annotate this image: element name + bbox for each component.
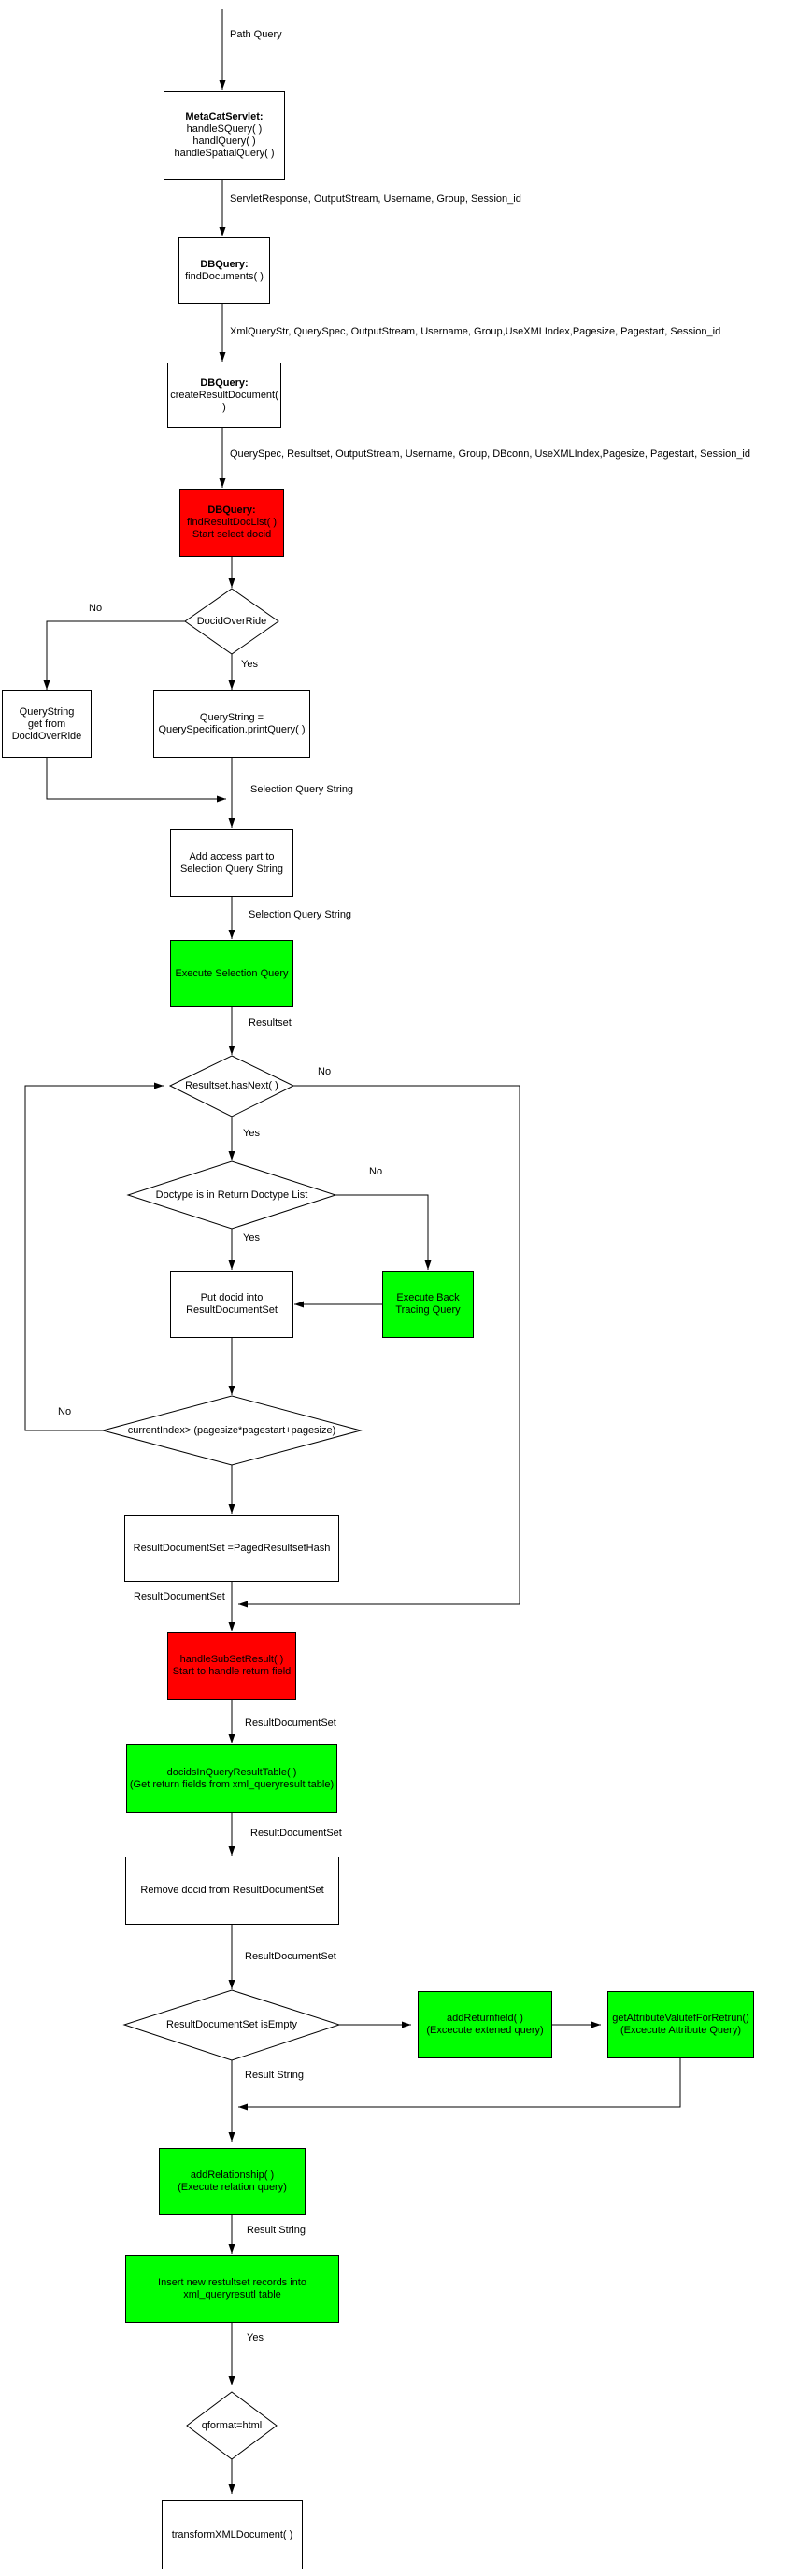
- node-text-line: addRelationship( ): [190, 2170, 275, 2181]
- node-get-attribute-value: getAttributeValutefForRetrun() (Excecute…: [607, 1991, 754, 2058]
- edge-label-resultdocumentset-1: ResultDocumentSet: [134, 1591, 225, 1602]
- decision-qformat-shape: [186, 2391, 278, 2460]
- node-dbquery-create-result-document: DBQuery: createResultDocument( ): [167, 363, 281, 428]
- decision-currentindex-label: currentIndex> (pagesize*pagestart+pagesi…: [127, 1425, 336, 1436]
- node-add-access-part: Add access part to Selection Query Strin…: [170, 829, 293, 897]
- node-text-line: handleSQuery( ): [186, 123, 263, 135]
- edge-label-result-string-2: Result String: [247, 2225, 306, 2236]
- node-remove-docid: Remove docid from ResultDocumentSet: [125, 1857, 339, 1925]
- edge-currentindex-no-loop: [24, 1082, 164, 1431]
- node-text-line: addReturnfield( ): [447, 2013, 523, 2024]
- edge-override-merge: [46, 758, 226, 803]
- node-text-line: DBQuery:: [200, 258, 249, 270]
- node-handle-subset-result: handleSubSetResult( ) Start to handle re…: [167, 1632, 296, 1700]
- node-text-line: handleSpatialQuery( ): [174, 148, 275, 159]
- node-text-line: transformXMLDocument( ): [171, 2528, 293, 2540]
- node-transform-xml-document: transformXMLDocument( ): [162, 2500, 303, 2569]
- edge-label-resultdocumentset-2: ResultDocumentSet: [245, 1717, 336, 1729]
- edge-label-override-no: No: [89, 603, 103, 614]
- node-metacat-servlet: MetaCatServlet: handleSQuery( ) handlQue…: [164, 91, 285, 180]
- edge-label-servlet-response-params: ServletResponse, OutputStream, Username,…: [230, 193, 521, 205]
- edge-label-override-yes: Yes: [241, 659, 258, 670]
- node-text-line: Start to handle return field: [172, 1666, 292, 1677]
- node-paged-resultset-hash: ResultDocumentSet =PagedResultsetHash: [124, 1515, 339, 1582]
- edge-label-currentindex-no: No: [58, 1406, 72, 1417]
- node-text-line: createResultDocument( ): [170, 389, 278, 413]
- node-text-line: xml_queryresutl table: [183, 2288, 281, 2300]
- node-text-line: getAttributeValutefForRetrun(): [612, 2013, 749, 2024]
- decision-isempty-label: ResultDocumentSet isEmpty: [166, 2019, 297, 2030]
- decision-docid-override-label: DocidOverRide: [196, 616, 267, 627]
- node-text-line: DocidOverRide: [11, 730, 82, 742]
- node-querystring-from-override: QueryString get from DocidOverRide: [2, 690, 92, 758]
- edge-label-resultset: Resultset: [249, 1018, 292, 1029]
- node-text-line: docidsInQueryResultTable( ): [166, 1766, 297, 1778]
- node-dbquery-find-documents: DBQuery: findDocuments( ): [178, 237, 270, 304]
- decision-hasnext-shape: [168, 1055, 295, 1117]
- edge-label-doctype-no: No: [369, 1166, 383, 1177]
- decision-hasnext-label: Resultset.hasNext( ): [185, 1080, 278, 1091]
- edge-override-no: [43, 620, 185, 690]
- decision-doctype-label: Doctype is in Return Doctype List: [155, 1189, 308, 1201]
- node-text-line: findDocuments( ): [185, 270, 264, 282]
- node-dbquery-find-result-doc-list: DBQuery: findResultDocList( ) Start sele…: [179, 489, 284, 557]
- node-docids-in-query-result-table: docidsInQueryResultTable( ) (Get return …: [126, 1744, 337, 1813]
- node-text-line: ResultDocumentSet =PagedResultsetHash: [133, 1542, 331, 1554]
- edge-getattr-merge: [238, 2058, 681, 2111]
- node-text-line: handlQuery( ): [192, 135, 256, 147]
- edge-label-doctype-yes: Yes: [243, 1232, 260, 1244]
- node-text-line: (Excecute extened query): [426, 2025, 544, 2036]
- decision-currentindex-shape: [101, 1395, 363, 1466]
- node-querystring-print-query: QueryString = QuerySpecification.printQu…: [153, 690, 310, 758]
- node-text-line: QuerySpecification.printQuery( ): [158, 724, 306, 735]
- decision-doctype-shape: [126, 1160, 337, 1230]
- node-text-line: (Excecute Attribute Query): [620, 2025, 741, 2036]
- node-add-returnfield: addReturnfield( ) (Excecute extened quer…: [418, 1991, 552, 2058]
- node-text-line: DBQuery:: [200, 377, 249, 389]
- edge-label-resultdocumentset-4: ResultDocumentSet: [245, 1951, 336, 1962]
- node-text-line: ResultDocumentSet: [186, 1304, 278, 1316]
- node-text-line: get from: [27, 718, 66, 730]
- node-add-relationship: addRelationship( ) (Execute relation que…: [159, 2148, 306, 2215]
- node-text-line: DBQuery:: [207, 505, 256, 516]
- edge-hasnext-no: [238, 1085, 520, 1608]
- node-text-line: Execute Back: [396, 1292, 460, 1303]
- node-text-line: Execute Selection Query: [175, 967, 289, 979]
- node-execute-selection-query: Execute Selection Query: [170, 940, 293, 1007]
- node-text-line: Insert new restultset records into: [158, 2276, 306, 2288]
- edge-label-path-query: Path Query: [230, 29, 282, 40]
- node-text-line: Add access part to: [189, 850, 275, 862]
- node-text-line: Put docid into: [200, 1292, 264, 1303]
- node-execute-back-tracing: Execute Back Tracing Query: [382, 1271, 474, 1338]
- node-text-line: findResultDocList( ): [187, 517, 277, 528]
- node-text-line: (Get return fields from xml_queryresult …: [129, 1778, 335, 1790]
- edge-label-insert-yes: Yes: [247, 2332, 264, 2343]
- node-text-line: handleSubSetResult( ): [179, 1654, 284, 1665]
- node-text-line: (Execute relation query): [178, 2182, 287, 2193]
- decision-isempty-shape: [122, 1989, 341, 2061]
- edge-doctype-no: [335, 1194, 432, 1270]
- decision-docid-override-shape: [184, 588, 279, 655]
- edge-label-hasnext-no: No: [318, 1066, 332, 1077]
- decision-qformat-label: qformat=html: [201, 2420, 263, 2431]
- edge-label-resultdocumentset-3: ResultDocumentSet: [250, 1828, 342, 1839]
- node-text-line: QueryString =: [199, 712, 264, 723]
- node-text-line: Remove docid from ResultDocumentSet: [140, 1885, 324, 1896]
- edge-label-selection-query-string-1: Selection Query String: [250, 784, 354, 795]
- edge-label-xml-query-params: XmlQueryStr, QuerySpec, OutputStream, Us…: [230, 326, 721, 337]
- node-insert-resultset-records: Insert new restultset records into xml_q…: [125, 2255, 339, 2323]
- edge-label-result-string-1: Result String: [245, 2070, 304, 2081]
- node-put-docid: Put docid into ResultDocumentSet: [170, 1271, 293, 1338]
- edge-label-hasnext-yes: Yes: [243, 1128, 260, 1139]
- node-text-line: Selection Query String: [179, 862, 284, 875]
- node-text-line: QueryString: [19, 705, 75, 718]
- edge-label-query-spec-params: QuerySpec, Resultset, OutputStream, User…: [230, 448, 750, 460]
- node-text-line: Tracing Query: [395, 1304, 461, 1316]
- node-text-line: Start select docid: [192, 529, 272, 540]
- node-text-line: MetaCatServlet:: [185, 111, 264, 122]
- edge-label-selection-query-string-2: Selection Query String: [249, 909, 352, 920]
